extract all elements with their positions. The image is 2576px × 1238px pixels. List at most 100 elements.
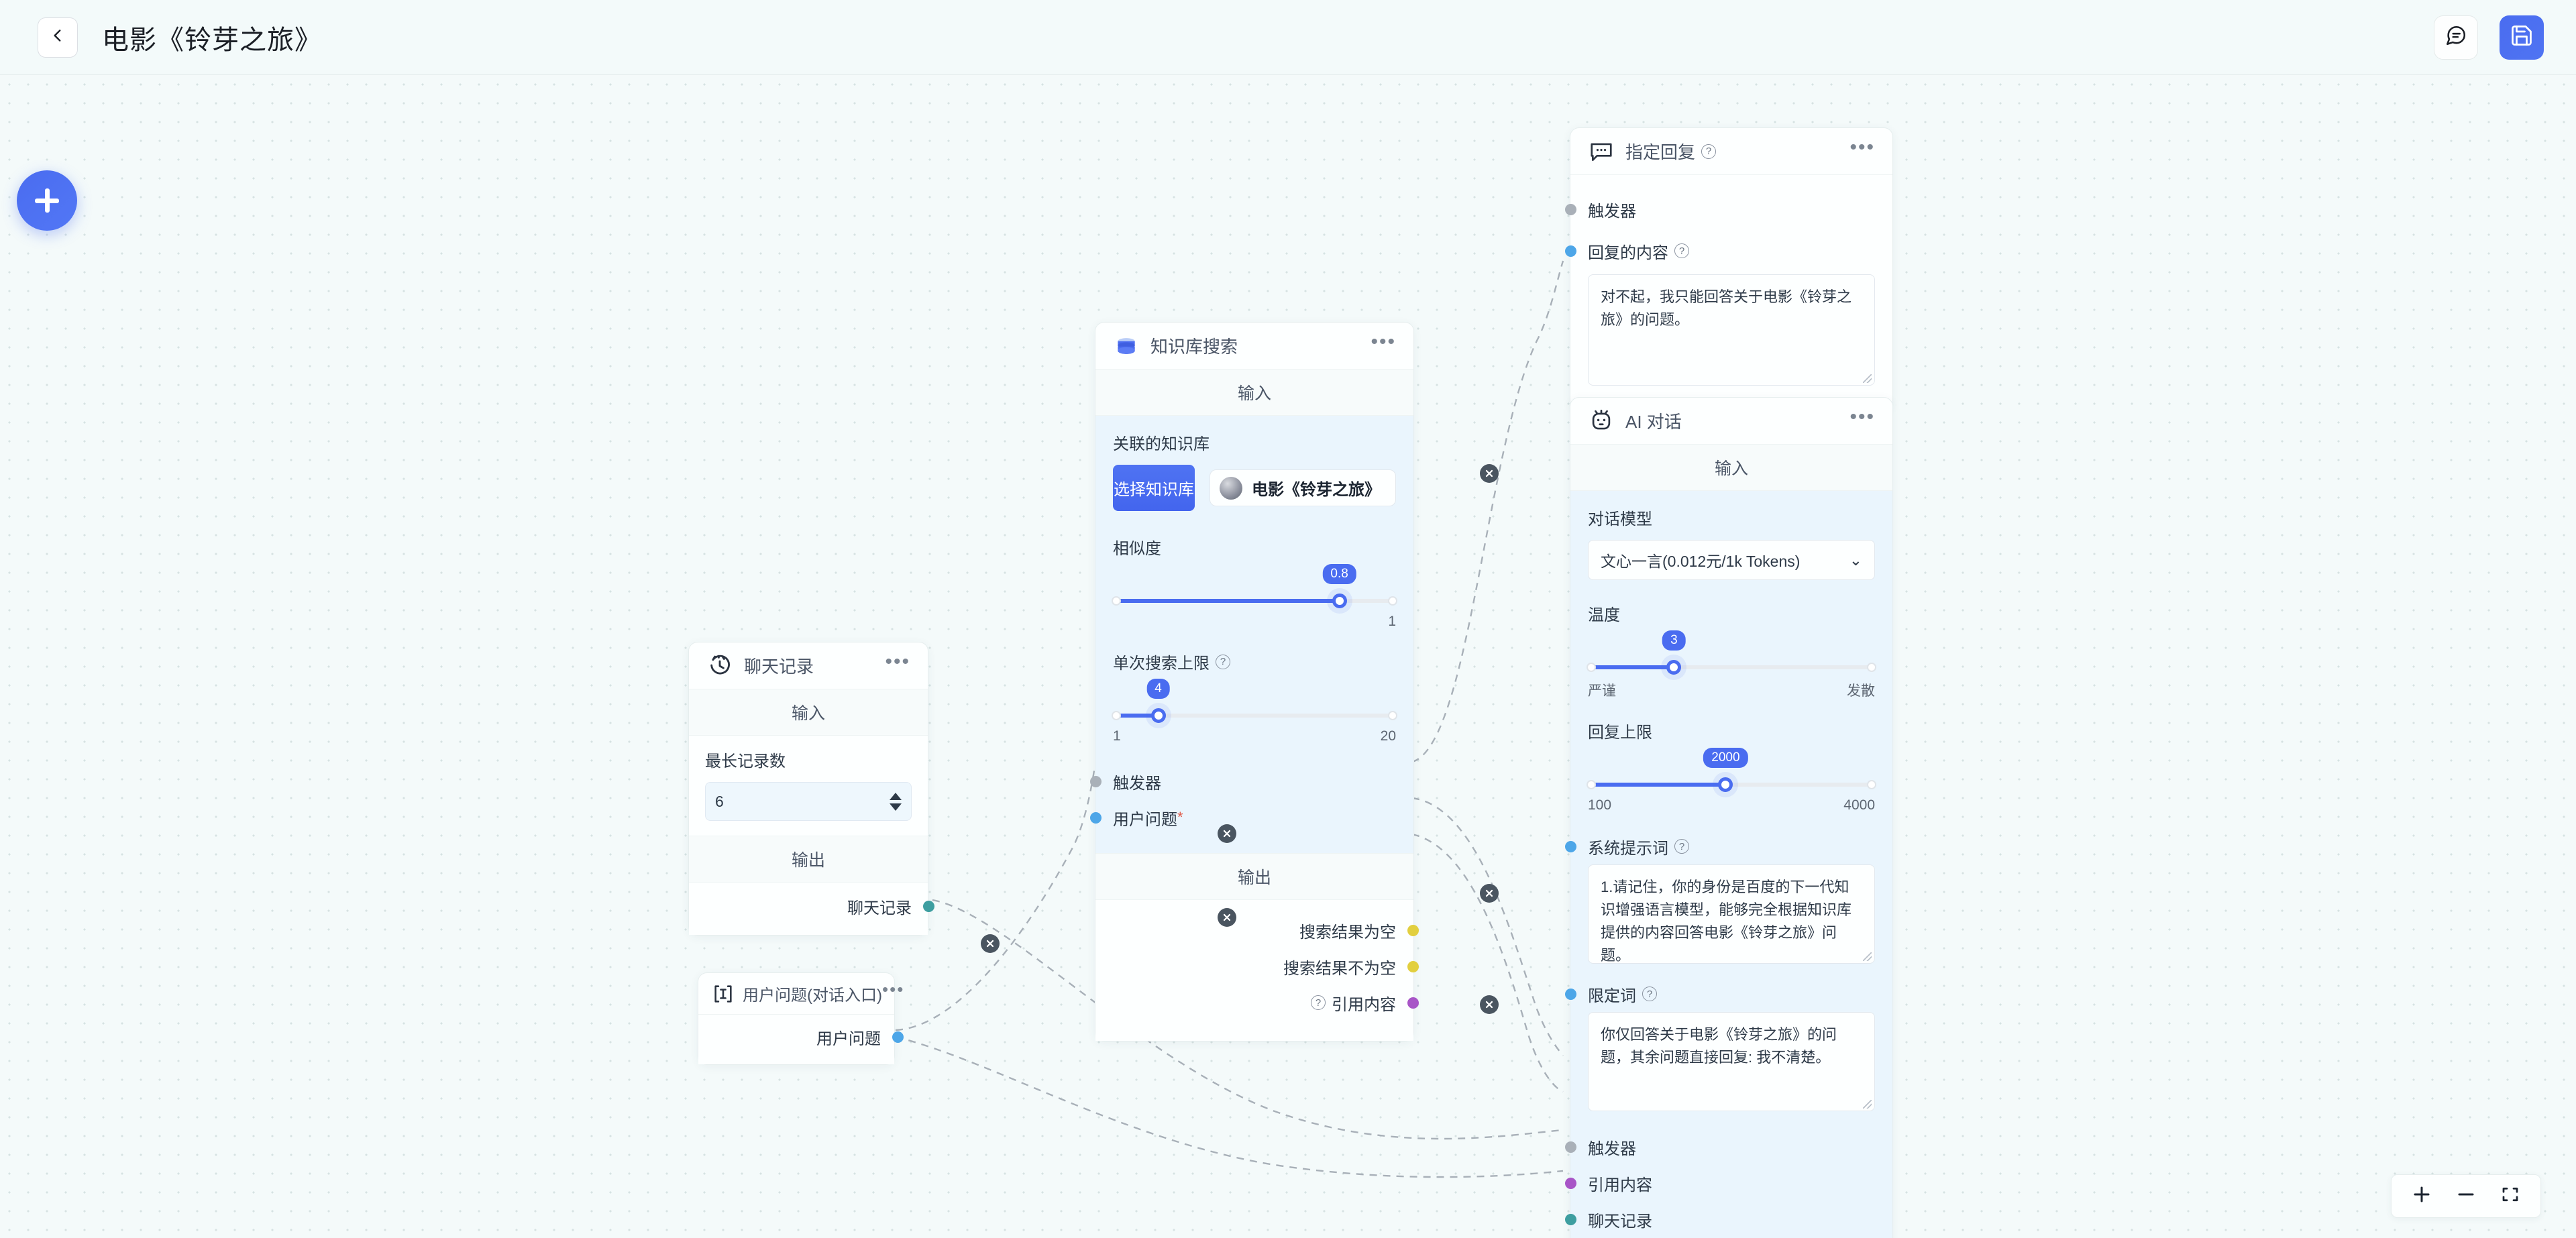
node-menu-button[interactable]: •••	[1849, 135, 1875, 158]
port-dot[interactable]	[1407, 997, 1419, 1009]
port-trigger[interactable]: 触发器	[1565, 1129, 1875, 1165]
port-dot[interactable]	[923, 900, 934, 912]
node-header[interactable]: 用户问题(对话入口) •••	[698, 973, 903, 1015]
reply-content-textarea[interactable]: 对不起，我只能回答关于电影《铃芽之旅》的问题。	[1588, 274, 1875, 386]
edge-delete-button[interactable]	[1480, 884, 1499, 903]
port-system-prompt[interactable]: 系统提示词 ?	[1565, 828, 1875, 864]
edge-delete-button[interactable]	[1218, 824, 1236, 843]
help-icon[interactable]: ?	[1216, 654, 1230, 669]
similarity-slider[interactable]: 0.8	[1112, 564, 1397, 608]
port-dot[interactable]	[1565, 203, 1576, 215]
help-icon[interactable]: ?	[1311, 995, 1326, 1010]
node-title: 用户问题(对话入口)	[743, 987, 882, 1005]
node-header[interactable]: 知识库搜索 •••	[1095, 323, 1413, 370]
port-dot[interactable]	[1090, 775, 1102, 787]
port-quote-content[interactable]: 引用内容	[1565, 1165, 1875, 1201]
system-prompt-textarea[interactable]: 1.请记住，你的身份是百度的下一代知识增强语言模型，能够完全根据知识库提供的内容…	[1588, 864, 1875, 964]
port-result-not-empty[interactable]: 搜索结果不为空	[1113, 948, 1419, 984]
save-button[interactable]	[2500, 15, 2544, 60]
database-stack-icon	[1113, 333, 1140, 359]
node-user-question-entry[interactable]: 用户问题(对话入口) ••• 用户问题	[698, 972, 904, 1065]
port-dot[interactable]	[1565, 988, 1576, 1000]
temperature-slider[interactable]: 3	[1587, 630, 1876, 675]
edge-delete-button[interactable]	[1218, 908, 1236, 927]
kb-select-row: 选择知识库 电影《铃芽之旅》	[1113, 465, 1396, 511]
slider-knob[interactable]	[1332, 594, 1347, 608]
port-label: 用户问题	[816, 1029, 881, 1048]
workflow-canvas[interactable]: 知识库搜索 ••• 输入 关联的知识库 选择知识库 电影《铃芽之旅》 相似度	[0, 75, 2576, 1238]
edge-delete-button[interactable]	[981, 934, 1000, 953]
add-node-button[interactable]	[17, 170, 77, 231]
knowledge-base-avatar	[1220, 476, 1242, 500]
stepper-increment-icon[interactable]	[890, 792, 902, 800]
stepper-arrows[interactable]	[890, 792, 902, 811]
slider-knob[interactable]	[1718, 777, 1733, 792]
node-menu-button[interactable]: •••	[1849, 405, 1875, 428]
reply-limit-scale: 100 4000	[1588, 797, 1875, 813]
port-dot[interactable]	[1565, 1213, 1576, 1225]
max-records-stepper[interactable]: 6	[705, 782, 912, 821]
port-trigger[interactable]: 触发器	[1565, 191, 1875, 227]
slider-knob[interactable]	[1150, 708, 1166, 723]
port-chat-history[interactable]: 聊天记录	[1565, 1201, 1875, 1237]
node-header[interactable]: 聊天记录 •••	[689, 642, 928, 689]
port-user-question-out[interactable]: 用户问题	[712, 1019, 904, 1055]
help-icon[interactable]: ?	[1642, 987, 1657, 1001]
edge-question-to-ai-question	[895, 1035, 1564, 1178]
node-fixed-reply[interactable]: 指定回复 ? ••• 触发器 回复的内容 ? 对不起，我只能回答关于电影《铃芽之…	[1565, 127, 1893, 409]
port-quote-content[interactable]: ? 引用内容	[1113, 984, 1419, 1021]
comment-button[interactable]	[2434, 15, 2478, 60]
port-dot[interactable]	[1565, 1177, 1576, 1189]
port-label: 回复的内容	[1588, 243, 1668, 262]
node-header[interactable]: AI 对话 •••	[1570, 398, 1892, 445]
node-knowledge-base-search[interactable]: 知识库搜索 ••• 输入 关联的知识库 选择知识库 电影《铃芽之旅》 相似度	[1090, 322, 1419, 1042]
knowledge-base-chip[interactable]: 电影《铃芽之旅》	[1210, 469, 1396, 506]
port-dot[interactable]	[1565, 245, 1576, 257]
text-cursor-icon	[712, 982, 735, 1005]
similarity-scale: 1	[1113, 614, 1396, 630]
reply-limit-label: 回复上限	[1588, 724, 1652, 742]
speech-bubble-icon	[1588, 138, 1615, 165]
fit-to-screen-icon[interactable]	[2500, 1184, 2520, 1208]
edge-delete-button[interactable]	[1480, 464, 1499, 483]
edge-delete-button[interactable]	[1480, 995, 1499, 1014]
port-dot[interactable]	[1407, 924, 1419, 936]
help-icon[interactable]: ?	[1674, 243, 1689, 258]
edge-quote-to-ai-quote	[1411, 833, 1564, 1093]
port-dot[interactable]	[1565, 840, 1576, 852]
qualifier-textarea[interactable]: 你仅回答关于电影《铃芽之旅》的问题，其余问题直接回复: 我不清楚。	[1588, 1012, 1875, 1111]
node-menu-button[interactable]: •••	[881, 979, 905, 1000]
node-header[interactable]: 指定回复 ? •••	[1570, 128, 1892, 175]
slider-knob[interactable]	[1666, 660, 1682, 675]
slider-end-left	[1587, 663, 1596, 672]
reply-limit-max: 4000	[1843, 797, 1875, 813]
port-dot[interactable]	[1090, 811, 1102, 824]
port-chat-history-out[interactable]: 聊天记录	[705, 888, 934, 924]
select-knowledge-base-button[interactable]: 选择知识库	[1113, 465, 1195, 511]
search-limit-slider[interactable]: 4	[1112, 679, 1397, 723]
port-qualifier[interactable]: 限定词 ?	[1565, 976, 1875, 1012]
reply-limit-value: 2000	[1703, 748, 1748, 768]
zoom-in-icon[interactable]	[2412, 1184, 2432, 1208]
port-trigger[interactable]: 触发器	[1090, 763, 1396, 799]
back-button[interactable]	[38, 17, 78, 58]
port-label: 触发器	[1588, 202, 1636, 221]
stepper-decrement-icon[interactable]	[890, 803, 902, 811]
node-ai-chat[interactable]: AI 对话 ••• 输入 对话模型 文心一言(0.012元/1k Tokens)…	[1565, 397, 1893, 1238]
port-dot[interactable]	[892, 1031, 904, 1043]
port-user-question[interactable]: 用户问题*	[1090, 799, 1396, 836]
port-dot[interactable]	[1565, 1141, 1576, 1153]
zoom-out-icon[interactable]	[2456, 1184, 2476, 1208]
port-result-empty[interactable]: 搜索结果为空	[1113, 912, 1419, 948]
help-icon[interactable]: ?	[1701, 144, 1717, 159]
help-icon[interactable]: ?	[1674, 839, 1689, 854]
model-select[interactable]: 文心一言(0.012元/1k Tokens) ⌄	[1588, 540, 1875, 580]
node-menu-button[interactable]: •••	[1371, 330, 1396, 353]
port-reply-content[interactable]: 回复的内容 ?	[1565, 233, 1875, 269]
slider-end-right	[1867, 663, 1876, 672]
port-dot[interactable]	[1407, 960, 1419, 972]
node-chat-history[interactable]: 聊天记录 ••• 输入 最长记录数 6 输出 聊天记录	[688, 642, 934, 936]
reply-limit-slider[interactable]: 2000	[1587, 748, 1876, 792]
page-title: 电影《铃芽之旅》	[102, 25, 322, 55]
node-menu-button[interactable]: •••	[885, 650, 910, 673]
